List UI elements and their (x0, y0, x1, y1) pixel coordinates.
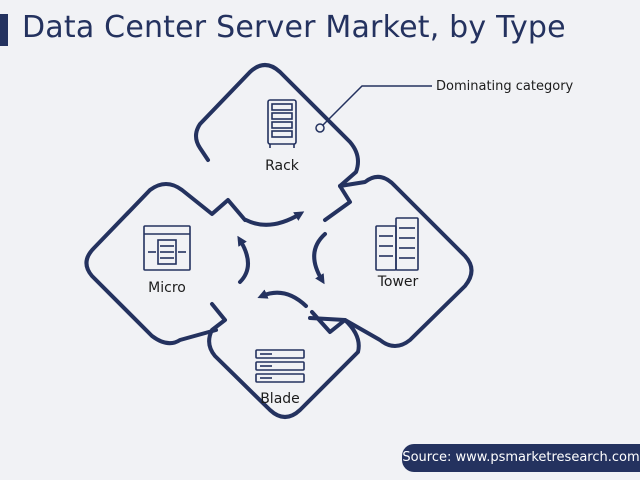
blade-server-icon (255, 349, 305, 383)
rack-lobe-outline (194, 63, 360, 222)
page-title: Data Center Server Market, by Type (22, 10, 566, 45)
arrow-blade-to-micro (237, 235, 250, 284)
segment-label-rack: Rack (265, 158, 300, 174)
segment-label-micro: Micro (148, 280, 186, 296)
segment-label-tower: Tower (377, 274, 419, 290)
arrow-micro-to-rack (244, 211, 305, 227)
segment-label-blade: Blade (260, 391, 300, 407)
callout-leader (315, 85, 432, 133)
micro-server-icon (143, 225, 191, 271)
blade-lobe-outline (207, 302, 361, 419)
arrow-tower-to-blade (257, 289, 308, 308)
micro-lobe-outline (84, 182, 247, 346)
source-note: Source: www.psmarketresearch.com (402, 444, 640, 472)
title-accent-bar (0, 14, 8, 46)
rack-server-icon (267, 99, 297, 148)
tower-server-icon (375, 217, 419, 271)
arrow-rack-to-tower (312, 232, 327, 285)
callout-label: Dominating category (436, 79, 574, 94)
tower-lobe-outline (310, 174, 474, 348)
